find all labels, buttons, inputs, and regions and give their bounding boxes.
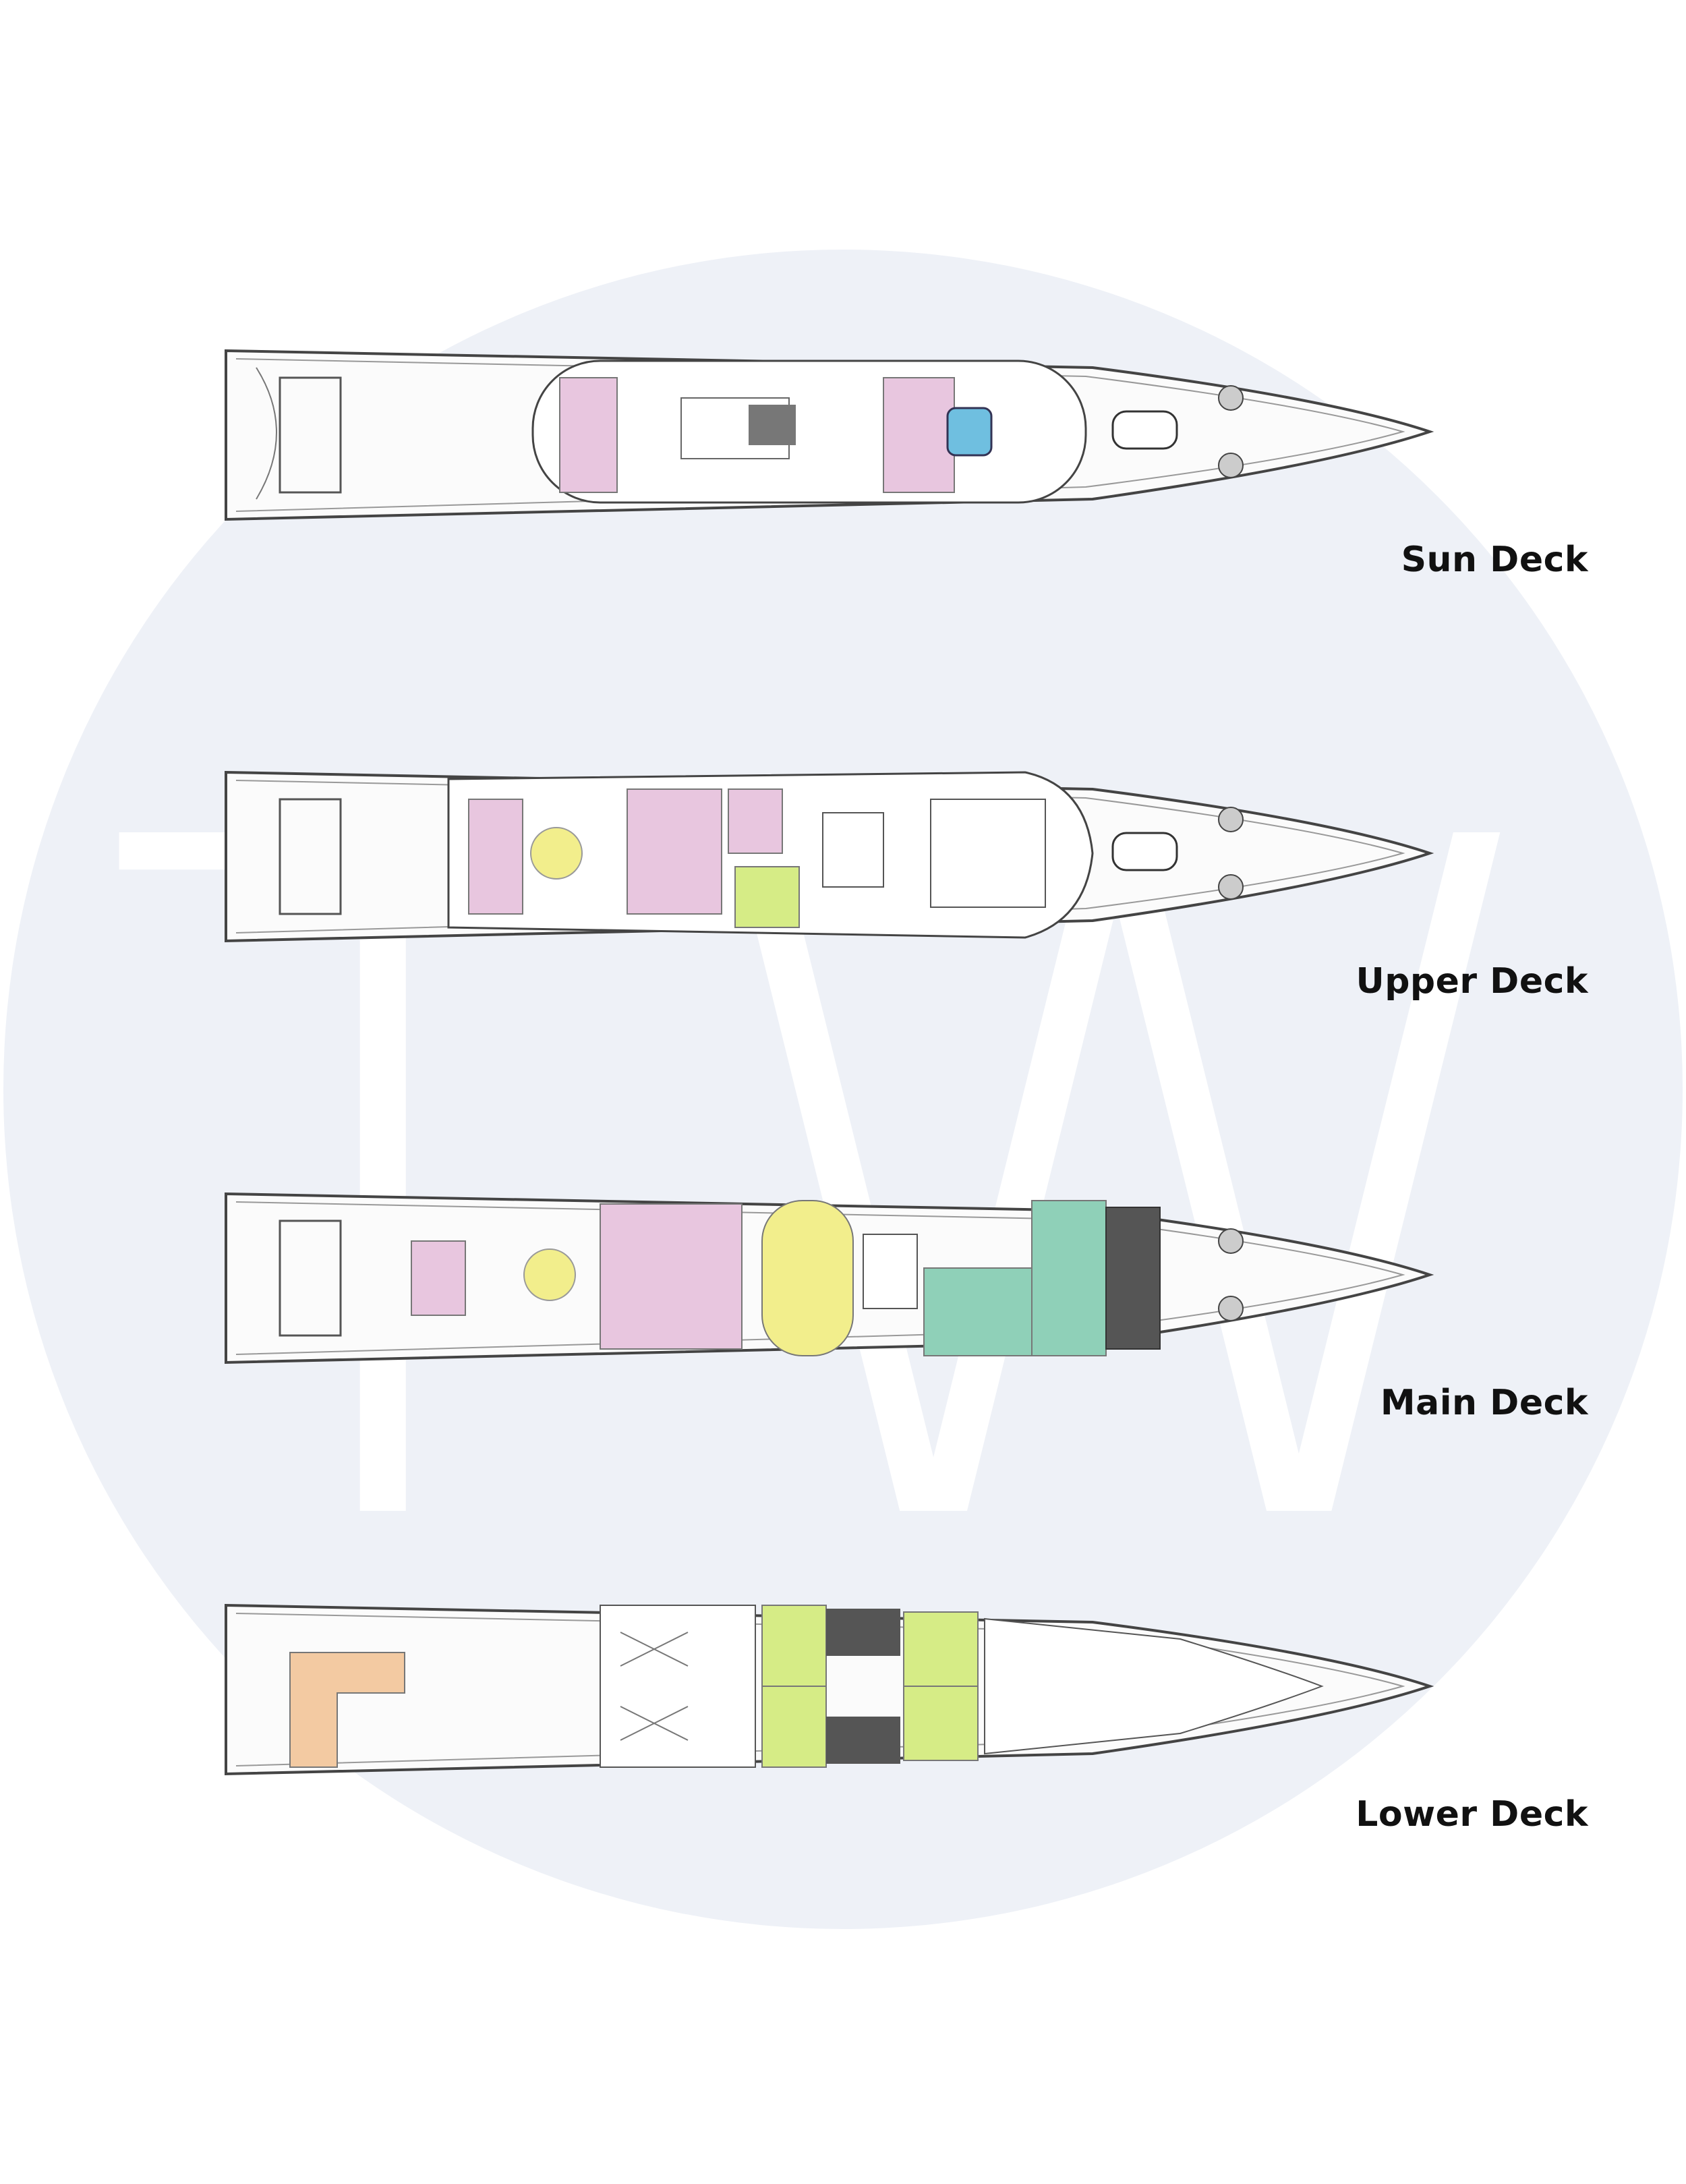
aft-staircase	[279, 798, 342, 915]
capstan-port	[1218, 385, 1244, 411]
owner-suite-fwd	[1031, 1200, 1107, 1356]
capstan-stbd	[1218, 453, 1244, 478]
tender-1	[1111, 410, 1178, 450]
guest-cabin-fwd-port	[903, 1611, 979, 1687]
round-table	[530, 827, 583, 880]
tender-1	[1111, 832, 1178, 871]
deck-label-main: Main Deck	[1380, 1383, 1588, 1423]
main-saloon	[600, 1203, 743, 1350]
bar-counter	[749, 405, 796, 445]
stairwell	[822, 812, 884, 888]
aft-lounge	[468, 799, 523, 915]
round-table	[523, 1248, 576, 1301]
guest-cabin	[734, 866, 800, 928]
aft-staircase	[279, 376, 342, 494]
deck-sun: Sun Deck	[0, 337, 1686, 755]
deck-label-upper: Upper Deck	[1356, 961, 1588, 1002]
lounge-fwd-pink	[883, 377, 955, 493]
capstan-port	[1218, 1228, 1244, 1254]
upper-deck-plan	[225, 770, 1434, 943]
crew-quarters	[984, 1617, 1324, 1755]
hull-inner-line	[235, 1201, 1405, 1355]
lower-deck-plan	[225, 1603, 1434, 1776]
capstan-stbd	[1218, 1296, 1244, 1321]
owner-suite-aft	[923, 1267, 1033, 1356]
saloon-pink	[627, 788, 722, 915]
watermark-circle	[3, 250, 1683, 1929]
tender-bay	[289, 1652, 405, 1768]
main-deck-plan	[225, 1192, 1434, 1364]
sun-deck-plan	[225, 349, 1434, 521]
deck-lower: Lower Deck	[0, 1592, 1686, 2010]
deck-label-sun: Sun Deck	[1401, 540, 1588, 580]
study-pink	[728, 788, 783, 854]
deck-main: Main Deck	[0, 1180, 1686, 1599]
owner-bath	[1105, 1207, 1161, 1350]
guest-cabin-fwd-stbd	[903, 1686, 979, 1761]
hull-inner-line	[235, 780, 1405, 933]
aft-staircase	[279, 1219, 342, 1337]
deck-label-lower: Lower Deck	[1356, 1794, 1588, 1835]
lounge-aft-pink	[559, 377, 618, 493]
engine-crosses	[620, 1632, 689, 1741]
aft-seating	[411, 1240, 466, 1316]
stairwell	[863, 1234, 918, 1309]
aft-stairs-curve	[256, 367, 277, 500]
capstan-stbd	[1218, 874, 1244, 900]
jacuzzi	[946, 407, 993, 457]
guest-cabin-aft-stbd	[761, 1686, 827, 1768]
capstan-port	[1218, 807, 1244, 832]
wheelhouse	[930, 799, 1046, 908]
dining-room	[761, 1200, 854, 1356]
deck-upper: Upper Deck	[0, 759, 1686, 1177]
ensuite-stbd	[826, 1717, 900, 1764]
engine-room	[600, 1605, 756, 1768]
ensuite-port	[826, 1609, 900, 1656]
hull-inner-line	[235, 358, 1405, 512]
guest-cabin-aft-port	[761, 1605, 827, 1687]
